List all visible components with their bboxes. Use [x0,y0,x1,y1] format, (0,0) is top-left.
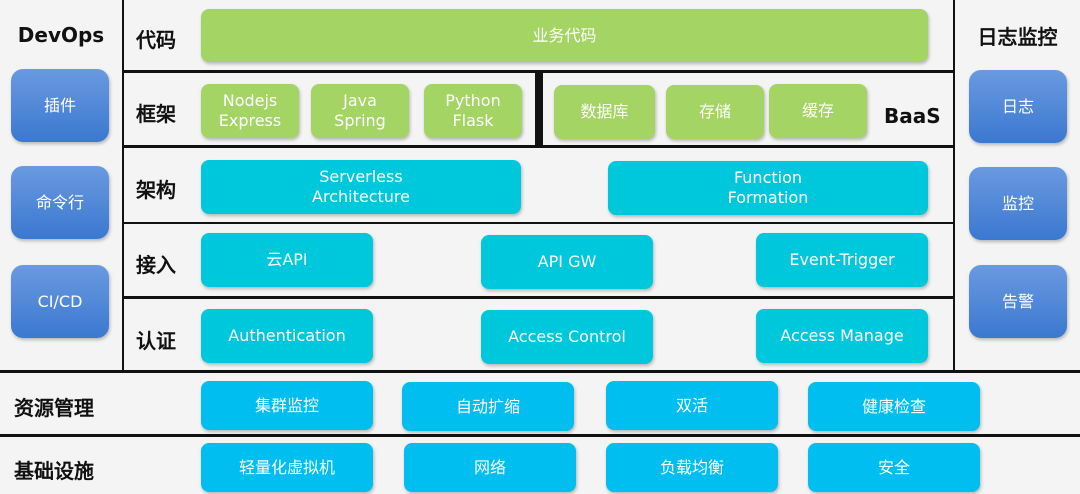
function-formation-box[interactable]: Function Formation [608,161,928,215]
divider-architecture [122,222,955,224]
network-box[interactable]: 网络 [404,443,576,492]
code-row-label: 代码 [136,27,176,52]
divider-monitoring [953,0,955,370]
devops-plugin-button[interactable]: 插件 [11,69,109,142]
event-trigger-box[interactable]: Event-Trigger [756,233,928,287]
devops-title: DevOps [17,23,105,47]
monitoring-monitor-button[interactable]: 监控 [969,167,1067,240]
baas-cache-box[interactable]: 缓存 [769,84,867,138]
devops-cicd-button[interactable]: CI/CD [11,265,109,338]
lightweight-vm-box[interactable]: 轻量化虚拟机 [201,443,373,492]
resource-row-label: 资源管理 [14,395,94,420]
authentication-box[interactable]: Authentication [201,309,373,363]
security-box[interactable]: 安全 [808,443,980,492]
architecture-row-label: 架构 [136,177,176,202]
load-balancer-box[interactable]: 负载均衡 [606,443,778,492]
divider-access [122,296,955,299]
monitoring-alert-button[interactable]: 告警 [969,265,1067,338]
health-check-box[interactable]: 健康检查 [808,382,980,431]
framework-nodejs-box[interactable]: Nodejs Express [201,84,299,138]
baas-storage-box[interactable]: 存储 [666,85,764,139]
framework-python-box[interactable]: Python Flask [424,84,522,138]
access-manage-box[interactable]: Access Manage [756,309,928,363]
divider-baas [535,70,543,147]
access-row-label: 接入 [136,252,176,277]
framework-java-box[interactable]: Java Spring [311,84,409,138]
auto-scaling-box[interactable]: 自动扩缩 [402,382,574,431]
baas-database-box[interactable]: 数据库 [554,85,655,139]
divider-devops [122,0,124,370]
infra-row-label: 基础设施 [14,458,94,483]
serverless-architecture-box[interactable]: Serverless Architecture [201,160,521,214]
framework-row-label: 框架 [136,101,176,126]
devops-cli-button[interactable]: 命令行 [11,166,109,239]
business-code-box[interactable]: 业务代码 [201,9,928,62]
monitoring-title: 日志监控 [977,24,1058,49]
monitoring-log-button[interactable]: 日志 [969,70,1067,143]
access-control-box[interactable]: Access Control [481,310,653,364]
divider-resource [0,370,1080,373]
api-gateway-box[interactable]: API GW [481,235,653,289]
active-active-box[interactable]: 双活 [606,381,778,430]
cluster-monitor-box[interactable]: 集群监控 [201,381,373,430]
cloud-api-box[interactable]: 云API [201,233,373,287]
divider-infra [0,434,1080,437]
baas-label: BaaS [884,104,941,128]
auth-row-label: 认证 [136,328,176,353]
